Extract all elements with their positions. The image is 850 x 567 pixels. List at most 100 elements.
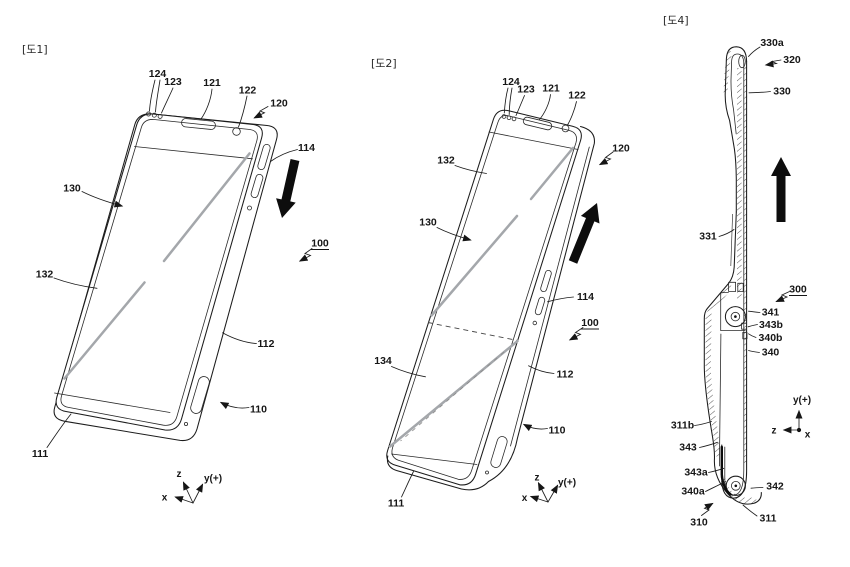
fig2-phone-side-body [386, 125, 595, 491]
fig2-leader-122 [567, 101, 577, 126]
fig4-upper-roller-axle [734, 315, 737, 318]
fig1-tag: [도1] [22, 43, 48, 56]
fig1-squiggle-120 [253, 106, 269, 119]
fig4-lower-roller [725, 475, 746, 496]
fig4-hook-outer-profile [724, 46, 748, 213]
fig2-side-key-2 [534, 296, 546, 316]
fig2-bottom-speaker-slot [490, 436, 508, 468]
fig1-leader-124a [149, 79, 156, 112]
fig4-lower-roller-hub [730, 480, 741, 491]
fig4-ref-330: 330 [773, 86, 791, 98]
fig2-leader-124a [503, 87, 509, 114]
fig4-ref-340: 340 [762, 347, 780, 359]
fig2-screen-outline [391, 115, 577, 480]
fig4-ref-330a: 330a [760, 37, 784, 49]
fig1-axis-z-arrow [182, 481, 194, 504]
fig4-axis-y-label: y(+) [793, 395, 811, 406]
fig2-ref-123: 123 [517, 84, 535, 96]
fig1-axis-x-label: x [162, 493, 168, 504]
fig1-leader-112 [222, 332, 257, 344]
fig1-sensor-dot-3 [157, 113, 163, 119]
fig4-leader-340 [748, 350, 760, 353]
fig1-ref-112: 112 [258, 338, 275, 350]
fig2-sensor-dot-2 [506, 115, 512, 120]
fig2-phone-front-face [386, 109, 582, 486]
fig2-tag: [도2] [371, 57, 397, 70]
fig1-phone-outer-body [53, 113, 278, 442]
fig1-slide-down-arrow [276, 159, 300, 218]
fig2-leader-114 [547, 296, 574, 303]
fig2-front-camera [561, 124, 570, 133]
fig1-leader-121 [200, 88, 213, 120]
fig1-front-camera [232, 127, 241, 136]
fig4-leader-330 [748, 91, 771, 94]
fig2-axis-x-label: x [522, 493, 528, 504]
fig4-ref-342: 342 [766, 481, 784, 493]
fig4-leader-311 [742, 504, 758, 517]
fig4-hook-opening [738, 54, 746, 69]
fig2-screen-glare-1 [529, 146, 575, 201]
fig4-ref-343: 343 [679, 442, 697, 454]
fig1-axis-x-arrow [174, 496, 194, 504]
fig1-bottom-speaker-slot [190, 376, 210, 414]
fig2-ref-112: 112 [557, 369, 574, 381]
fig2-axis-z-label: z [535, 473, 540, 484]
fig4-leader-343 [699, 441, 718, 448]
fig4-ref-343b: 343b [759, 319, 783, 331]
fig1-earpiece-speaker [181, 118, 216, 130]
fig4-lower-roller-axle [734, 484, 738, 488]
fig2-squiggle-100 [568, 327, 584, 341]
figure-1: [도1] 1 [22, 43, 329, 504]
fig1-axis-y-label: y(+) [204, 474, 222, 485]
fig4-axis-x-label: x [805, 430, 811, 441]
fig4-leader-343b [747, 324, 758, 328]
fig4-support-film-bold-line [720, 445, 732, 496]
fig1-phone-front-face [55, 113, 263, 431]
fig1-leader-110 [219, 401, 250, 410]
fig4-roller-bracket [720, 292, 746, 331]
fig1-ref-100: 100 [311, 238, 329, 250]
fig1-top-bezel-line [134, 146, 253, 160]
fig2-screen-glare-2 [430, 214, 519, 317]
fig4-ref-310: 310 [690, 517, 708, 529]
fig1-leader-122 [238, 95, 248, 128]
fig4-display-hatch-strip [744, 66, 747, 466]
fig4-mechanism-block-1 [728, 281, 736, 292]
fig1-leader-130 [81, 191, 124, 208]
fig1-side-key-1 [257, 143, 271, 171]
fig4-tag: [도4] [663, 14, 689, 27]
fig4-leader-330a [748, 46, 761, 57]
fig1-side-key-2 [250, 173, 264, 199]
fig2-side-button-dot [532, 320, 537, 326]
fig1-sensor-dot-2 [151, 112, 157, 118]
fig1-side-button-dot [247, 205, 252, 211]
fig2-squiggle-120 [598, 151, 614, 166]
fig1-screen-outline [60, 119, 258, 426]
fig2-leader-130 [436, 227, 472, 242]
fig4-upper-roller [724, 306, 746, 328]
fig2-ref-134: 134 [374, 355, 392, 367]
fig1-screen-glare-2 [63, 281, 146, 380]
fig1-chin-line [54, 392, 171, 413]
fig2-leader-111 [401, 471, 414, 498]
figure-2: [도2] [371, 57, 630, 510]
fig2-rail-inner-line [510, 146, 590, 447]
fig2-mic-hole [485, 470, 489, 475]
fig2-top-bezel-line [488, 131, 579, 150]
fig1-ref-111: 111 [32, 448, 49, 460]
fig2-ref-130: 130 [419, 217, 437, 229]
fig4-leader-341 [748, 310, 761, 313]
fig4-housing-wall-hatch [705, 283, 733, 457]
fig2-side-key-1 [540, 269, 552, 293]
fig2-ref-100: 100 [581, 317, 599, 329]
fig4-guide-340b [742, 331, 748, 340]
fig2-sensor-dot-1 [501, 114, 507, 119]
fig4-ref-320: 320 [783, 54, 801, 66]
figure-4: [도4] [663, 14, 811, 529]
fig1-ref-120: 120 [270, 98, 288, 110]
fig4-lower-housing-profile [703, 211, 762, 505]
fig2-leader-132 [454, 165, 487, 174]
fig1-axis-y-arrow [192, 483, 204, 504]
fig2-ref-121: 121 [542, 83, 560, 95]
fig4-leader-340b [748, 333, 757, 338]
